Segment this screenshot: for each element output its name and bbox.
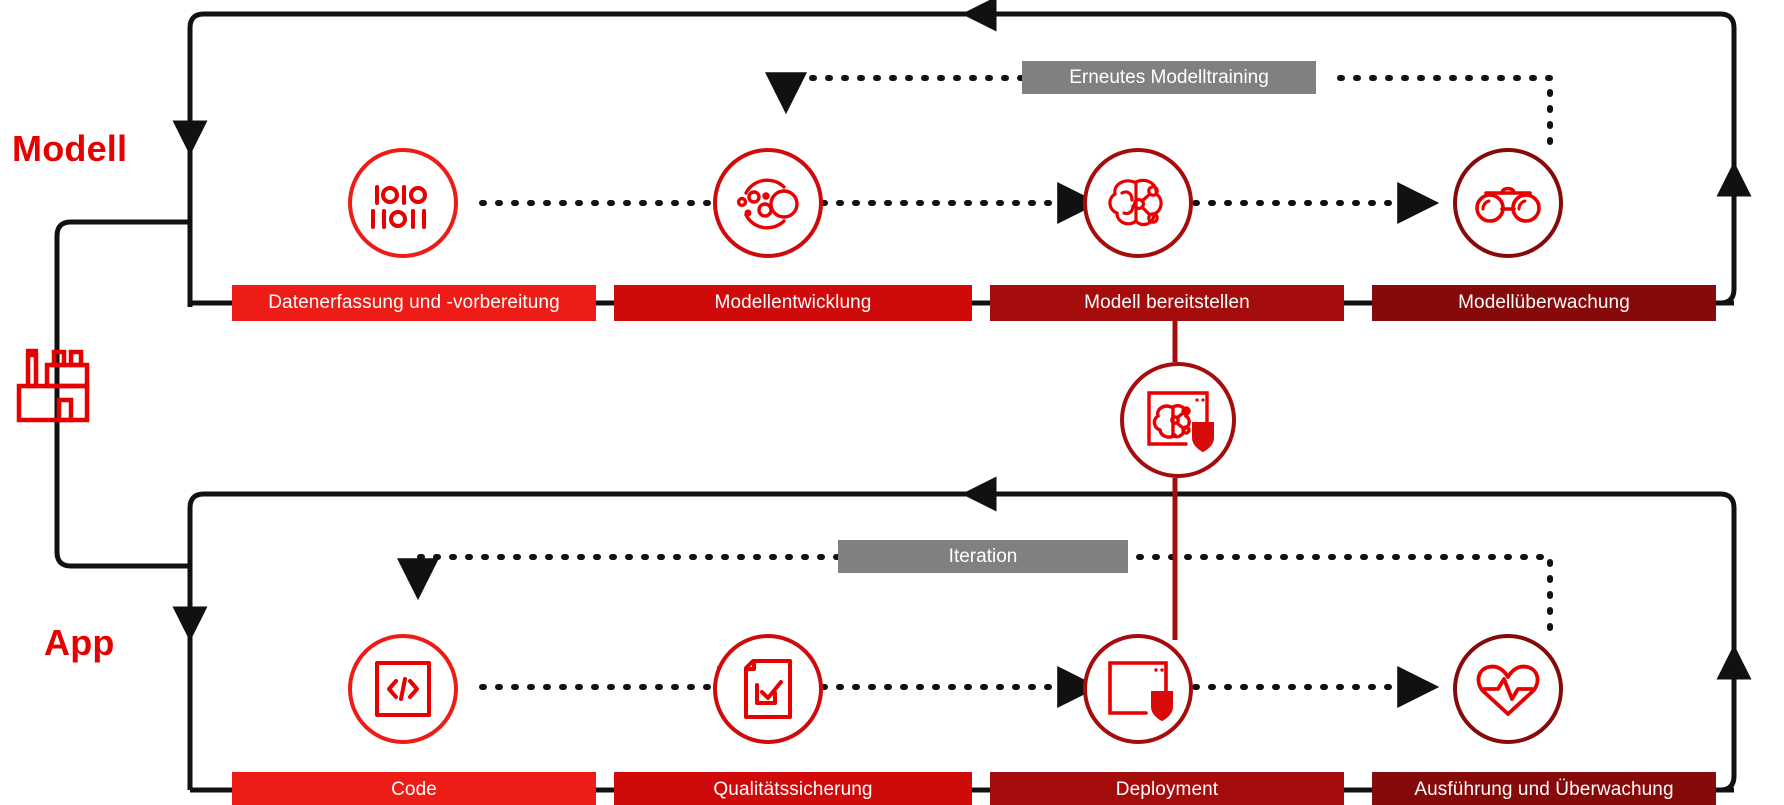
code-brackets-icon[interactable] — [348, 634, 458, 744]
app-iteration-feedback-dotted — [397, 554, 1553, 631]
factory-icon — [14, 342, 100, 428]
chip-retraining[interactable]: Erneutes Modelltraining — [1022, 61, 1316, 94]
model-lane-loop — [172, 0, 1752, 307]
document-check-icon[interactable] — [713, 634, 823, 744]
lane-title-app: App — [44, 622, 115, 663]
chip-label: Iteration — [948, 545, 1018, 567]
chip-label: Erneutes Modelltraining — [1069, 66, 1269, 88]
binary-data-icon[interactable] — [348, 148, 458, 258]
stage-bar-model-development[interactable]: Modellentwicklung — [614, 285, 972, 321]
stage-bar-model-monitoring[interactable]: Modellüberwachung — [1372, 285, 1716, 321]
app-lane-loop — [172, 476, 1752, 793]
stage-bar-label: Modellentwicklung — [714, 292, 872, 313]
stage-bar-quality-assurance[interactable]: Qualitätssicherung — [614, 772, 972, 805]
stage-bar-code[interactable]: Code — [232, 772, 596, 805]
stage-bar-label: Modell bereitstellen — [1084, 292, 1250, 313]
stage-bar-label: Modellüberwachung — [1458, 292, 1630, 313]
lane-link-spine — [54, 219, 190, 569]
stage-bar-operation-monitoring[interactable]: Ausführung und Überwachung — [1372, 772, 1716, 805]
model-retrain-feedback-dotted — [765, 72, 1553, 145]
stage-bar-model-deploy[interactable]: Modell bereitstellen — [990, 285, 1344, 321]
stage-bar-label: Qualitätssicherung — [713, 779, 873, 800]
heartbeat-icon[interactable] — [1453, 634, 1563, 744]
window-shield-icon[interactable] — [1083, 634, 1193, 744]
lane-title-model: Modell — [12, 128, 128, 169]
neural-brain-icon[interactable] — [1083, 148, 1193, 258]
model-window-shield-icon[interactable] — [1120, 362, 1236, 478]
chip-iteration[interactable]: Iteration — [838, 540, 1128, 573]
binoculars-icon[interactable] — [1453, 148, 1563, 258]
stage-bar-label: Datenerfassung und -vorbereitung — [268, 292, 560, 313]
stage-bar-label: Code — [391, 779, 437, 800]
stage-bar-label: Ausführung und Überwachung — [1414, 779, 1674, 800]
stage-bar-deployment[interactable]: Deployment — [990, 772, 1344, 805]
stage-bar-data-collection[interactable]: Datenerfassung und -vorbereitung — [232, 285, 596, 321]
data-clusters-icon[interactable] — [713, 148, 823, 258]
stage-bar-label: Deployment — [1115, 779, 1219, 800]
